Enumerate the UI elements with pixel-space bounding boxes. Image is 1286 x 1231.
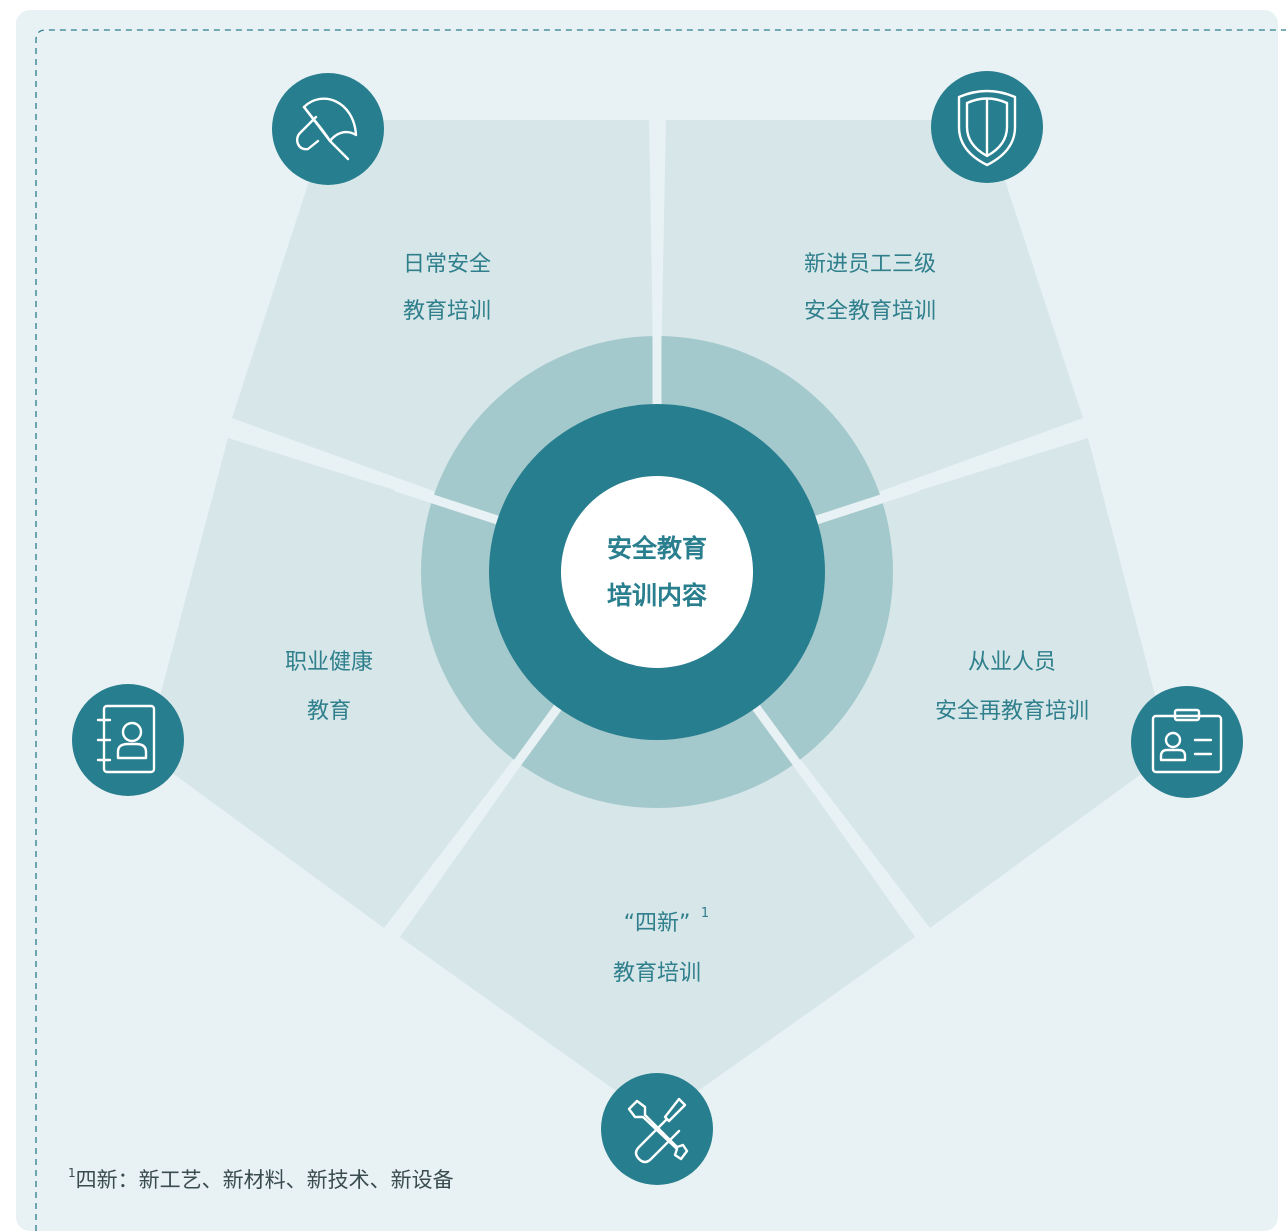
new-employee-label-line1: 新进员工三级 <box>804 252 936 277</box>
footnote-marker: 1 <box>68 1166 76 1180</box>
four-new-label-line2: 教育培训 <box>613 961 701 986</box>
shield-icon <box>931 71 1043 183</box>
id-badge-icon <box>1131 686 1243 798</box>
umbrella-icon <box>272 73 384 185</box>
health-label-line2: 教育 <box>307 699 351 724</box>
center-core <box>561 476 753 668</box>
reeducation-label-line2: 安全再教育培训 <box>935 699 1089 724</box>
health-label-line1: 职业健康 <box>285 650 373 675</box>
footnote: 1四新：新工艺、新材料、新技术、新设备 <box>68 1164 454 1194</box>
center-label-line1: 安全教育 <box>607 534 707 563</box>
new-employee-label-line2: 安全教育培训 <box>804 299 936 324</box>
daily-label-line2: 教育培训 <box>403 299 491 324</box>
center-label-line2: 培训内容 <box>607 581 707 610</box>
segment-four-new <box>400 572 915 1120</box>
reeducation-label-line1: 从业人员 <box>968 650 1056 675</box>
footnote-text: 四新：新工艺、新材料、新技术、新设备 <box>75 1168 454 1192</box>
tools-icon <box>601 1073 713 1185</box>
four-new-label-line1: “四新” <box>624 911 691 936</box>
contact-book-icon <box>72 684 184 796</box>
four-new-superscript: 1 <box>701 906 709 921</box>
daily-label-line1: 日常安全 <box>403 252 491 277</box>
